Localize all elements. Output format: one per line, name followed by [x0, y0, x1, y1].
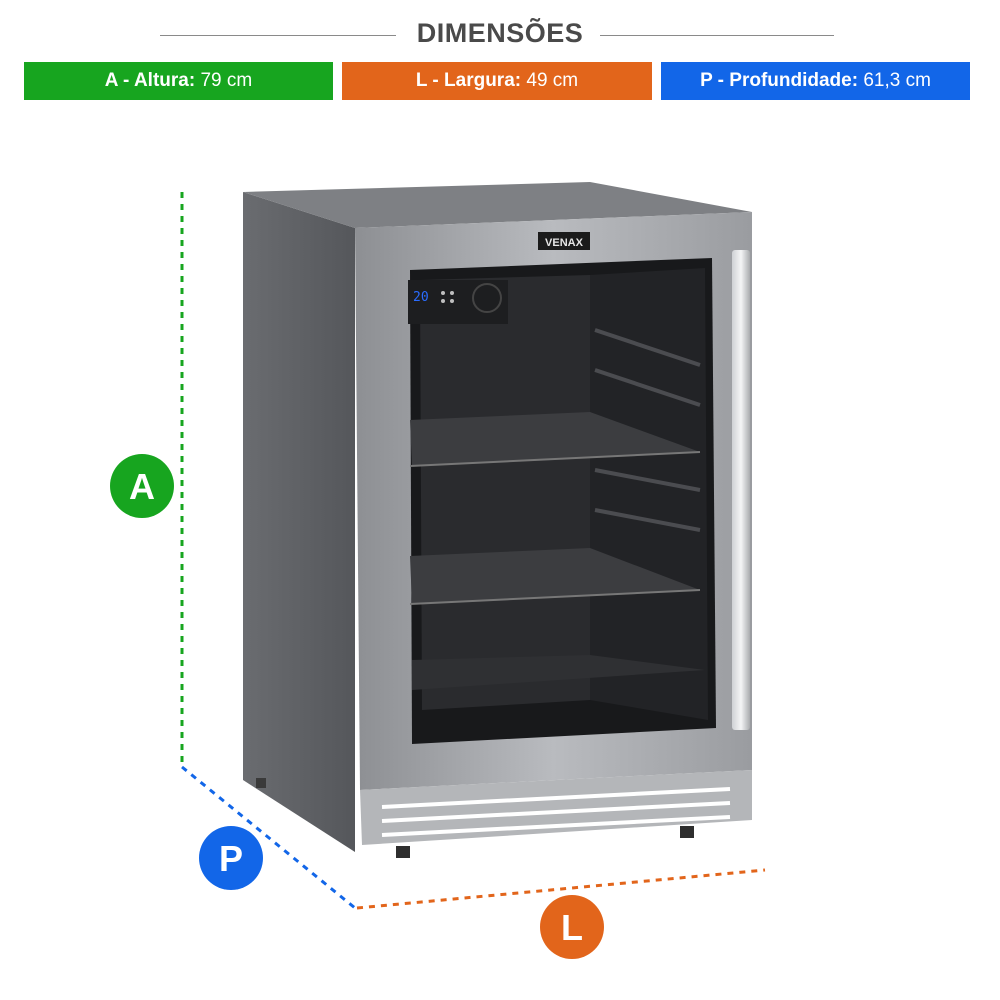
- shelf-rail: [594, 368, 701, 407]
- depth-badge-label: P - Profundidade:: [700, 70, 859, 91]
- front-foot: [680, 826, 694, 838]
- door-handle: [732, 250, 750, 730]
- interior-back-wall: [420, 275, 590, 710]
- lower-shelf: [412, 655, 705, 690]
- depth-dimension-line: [181, 765, 356, 910]
- height-marker-letter: A: [129, 466, 155, 507]
- temperature-display: 20: [413, 290, 429, 305]
- brand-badge: [538, 232, 590, 250]
- shelf-edge: [409, 589, 701, 605]
- shelf-edge: [409, 451, 701, 467]
- height-badge-label: A - Altura:: [104, 70, 196, 91]
- height-badge-value: 79 cm: [200, 70, 253, 91]
- shelf-rail: [594, 468, 701, 492]
- shelf-rail: [594, 328, 701, 367]
- page-header: DIMENSÕES: [0, 14, 1000, 58]
- brand-name: VENAX: [545, 237, 584, 249]
- width-badge-label: L - Largura:: [415, 70, 522, 91]
- width-marker-letter: L: [561, 907, 583, 948]
- fan-icon: [472, 283, 502, 313]
- width-badge-value: 49 cm: [526, 70, 579, 91]
- front-foot: [396, 846, 410, 858]
- depth-marker-letter: P: [219, 838, 243, 879]
- cabinet-top: [243, 182, 752, 228]
- page-title: DIMENSÕES: [416, 18, 584, 48]
- depth-badge: P - Profundidade: 61,3 cm: [661, 62, 970, 100]
- middle-shelf: [410, 548, 700, 604]
- depth-marker: [199, 826, 263, 890]
- height-badge: A - Altura: 79 cm: [24, 62, 333, 100]
- upper-shelf: [410, 412, 700, 466]
- width-dimension-line: [356, 868, 766, 910]
- width-marker: [540, 895, 604, 959]
- cabinet-side: [243, 192, 355, 852]
- header-divider-right: [600, 35, 834, 36]
- control-panel: [408, 280, 508, 324]
- control-button-icon: [441, 299, 445, 303]
- rear-foot: [256, 778, 266, 788]
- header-divider-left: [160, 35, 396, 36]
- interior-right-wall: [590, 268, 708, 720]
- height-marker: [110, 454, 174, 518]
- vent-grille: [381, 787, 731, 837]
- width-badge: L - Largura: 49 cm: [342, 62, 652, 100]
- control-button-icon: [450, 291, 454, 295]
- bottom-grille-panel: [360, 770, 752, 845]
- shelf-rail: [594, 508, 701, 532]
- depth-badge-value: 61,3 cm: [863, 70, 931, 91]
- control-button-icon: [441, 291, 445, 295]
- control-button-icon: [450, 299, 454, 303]
